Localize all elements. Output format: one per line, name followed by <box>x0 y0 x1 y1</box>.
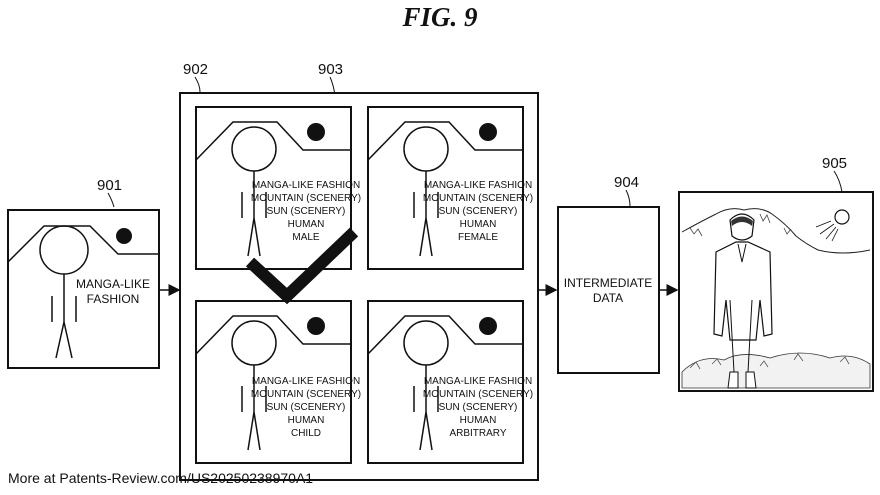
candidate-card-male: MANGA-LIKE FASHION MOUNTAIN (SCENERY) SU… <box>195 106 361 270</box>
leader-902 <box>194 76 201 93</box>
candidate-text-line: SUN (SCENERY) <box>267 402 346 413</box>
sun-icon <box>307 317 325 335</box>
candidate-text-line: MOUNTAIN (SCENERY) <box>423 193 533 204</box>
person-illustration <box>713 213 773 389</box>
candidate-text-line: CHILD <box>291 428 321 439</box>
candidate-text-line: SUN (SCENERY) <box>439 206 518 217</box>
ground-foliage <box>681 352 871 389</box>
input-label-line2: FASHION <box>87 292 140 306</box>
sun-icon <box>834 209 850 225</box>
candidate-text-line: SUN (SCENERY) <box>439 402 518 413</box>
sun-icon <box>479 123 497 141</box>
candidate-card-female: MANGA-LIKE FASHION MOUNTAIN (SCENERY) SU… <box>367 106 533 270</box>
candidate-text-line: HUMAN <box>460 415 497 426</box>
sun-icon <box>307 123 325 141</box>
candidate-card-arbitrary: MANGA-LIKE FASHION MOUNTAIN (SCENERY) SU… <box>367 300 533 464</box>
candidate-text-line: FEMALE <box>458 232 498 243</box>
candidate-card-child: MANGA-LIKE FASHION MOUNTAIN (SCENERY) SU… <box>195 300 361 464</box>
sun-icon <box>116 228 132 244</box>
intermediate-label-line1: INTERMEDIATE <box>564 276 652 290</box>
candidate-text-line: HUMAN <box>288 219 325 230</box>
stick-figure-body <box>413 365 439 451</box>
candidate-text-line: MANGA-LIKE FASHION <box>252 376 360 387</box>
input-label-line1: MANGA-LIKE <box>76 277 150 291</box>
intermediate-data-904: INTERMEDIATE DATA <box>557 206 660 374</box>
candidate-text-line: HUMAN <box>288 415 325 426</box>
leader-905 <box>833 170 843 193</box>
candidate-text-line: MOUNTAIN (SCENERY) <box>423 389 533 400</box>
intermediate-label-line2: DATA <box>593 291 623 305</box>
stick-figure-body <box>241 365 267 451</box>
figure-title: FIG. 9 <box>402 2 478 32</box>
sun-icon <box>479 317 497 335</box>
ref-901: 901 <box>97 177 122 194</box>
candidate-text-line: ARBITRARY <box>449 428 506 439</box>
stick-figure-body <box>51 274 77 359</box>
stick-figure-body <box>413 171 439 257</box>
candidate-text-line: MOUNTAIN (SCENERY) <box>251 193 361 204</box>
candidate-text-line: MALE <box>292 232 320 243</box>
ref-903: 903 <box>318 61 343 78</box>
generated-image-905 <box>678 191 874 392</box>
sun-rays <box>815 220 839 242</box>
ref-904: 904 <box>614 174 639 191</box>
ref-902: 902 <box>183 61 208 78</box>
source-footer: More at Patents-Review.com/US20250238970… <box>8 470 314 486</box>
stick-figure-body <box>241 171 267 257</box>
candidate-text-line: MOUNTAIN (SCENERY) <box>251 389 361 400</box>
leader-901 <box>107 192 115 208</box>
candidate-text-line: HUMAN <box>460 219 497 230</box>
candidate-text-line: SUN (SCENERY) <box>267 206 346 217</box>
input-image-901: MANGA-LIKE FASHION <box>7 209 160 369</box>
mountain-outline <box>681 208 871 254</box>
candidate-text-line: MANGA-LIKE FASHION <box>424 376 532 387</box>
ref-905: 905 <box>822 155 847 172</box>
candidate-text-line: MANGA-LIKE FASHION <box>252 180 360 191</box>
checkmark-icon <box>245 227 359 305</box>
leader-904 <box>625 189 631 207</box>
candidate-text-line: MANGA-LIKE FASHION <box>424 180 532 191</box>
